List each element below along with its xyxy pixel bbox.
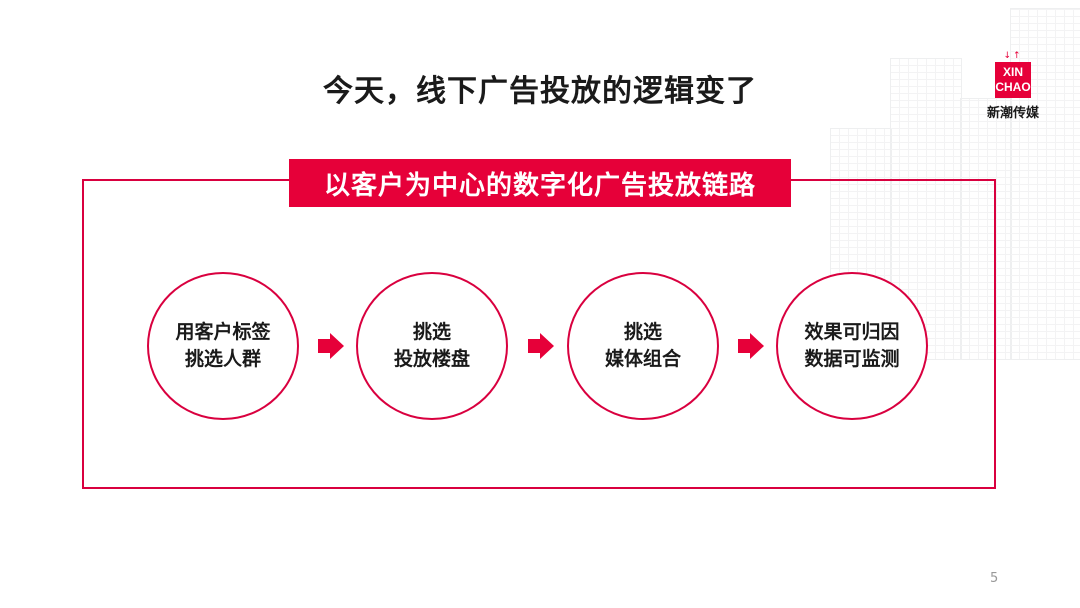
- logo-mark: XIN CHAO: [995, 62, 1031, 98]
- step-1-line-2: 挑选人群: [184, 348, 261, 370]
- step-circle-4: 效果可归因 数据可监测: [776, 272, 928, 420]
- logo-line-1: XIN: [1002, 65, 1023, 79]
- step-circle-3: 挑选 媒体组合: [567, 272, 719, 420]
- logo-name: 新潮传媒: [986, 106, 1039, 121]
- page-number: 5: [990, 571, 999, 586]
- step-2-line-2: 投放楼盘: [393, 348, 470, 370]
- logo-line-2: CHAO: [995, 80, 1031, 94]
- step-2-line-1: 挑选: [412, 321, 451, 343]
- slide-title: 今天，线下广告投放的逻辑变了: [323, 74, 757, 109]
- arrow-right-icon: [738, 333, 764, 359]
- step-3-line-2: 媒体组合: [604, 348, 681, 370]
- step-1-line-1: 用客户标签: [175, 321, 271, 343]
- step-3-line-1: 挑选: [623, 321, 662, 343]
- arrow-right-icon: [318, 333, 344, 359]
- logo-arrows-icon: ↓↑: [1003, 51, 1023, 61]
- brand-logo: ↓↑ XIN CHAO 新潮传媒: [978, 51, 1048, 122]
- step-circle-1: 用客户标签 挑选人群: [147, 272, 299, 420]
- arrow-right-icon: [528, 333, 554, 359]
- step-4-line-2: 数据可监测: [804, 348, 900, 370]
- step-circle-2: 挑选 投放楼盘: [356, 272, 508, 420]
- step-4-line-1: 效果可归因: [804, 321, 900, 343]
- section-banner: 以客户为中心的数字化广告投放链路: [289, 159, 791, 207]
